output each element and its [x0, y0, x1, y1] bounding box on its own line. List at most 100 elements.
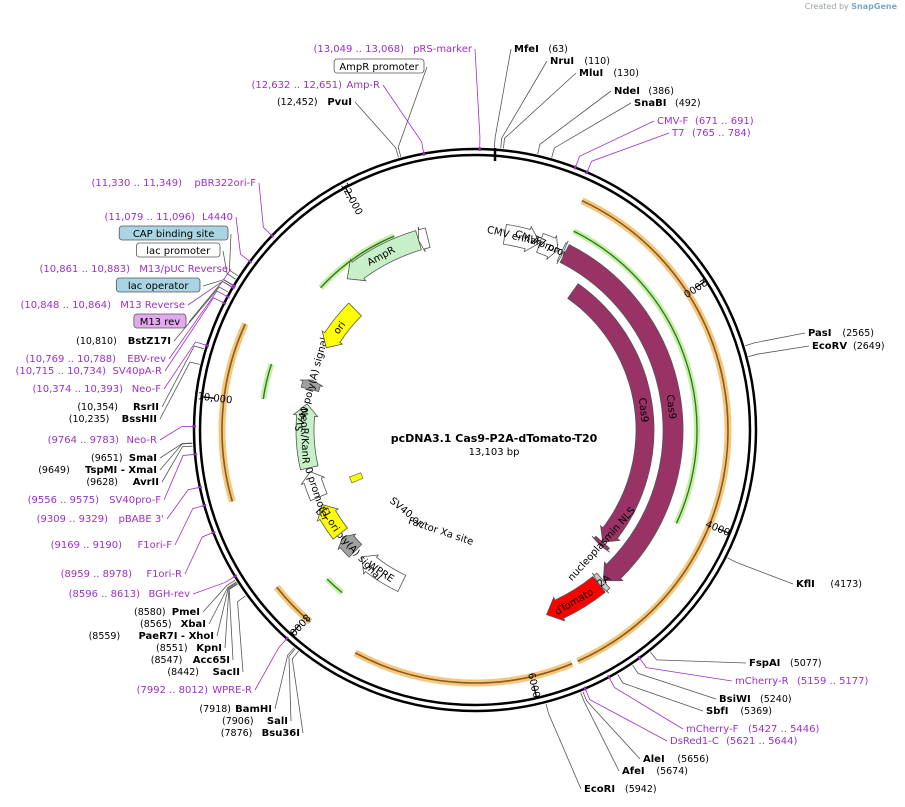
- name-f1ori-r: F1ori-R: [146, 569, 182, 580]
- site-label-ecori[interactable]: EcoRI(5942): [584, 784, 657, 795]
- site-label-ampr-promoter[interactable]: AmpR promoter: [333, 58, 425, 74]
- site-label-ebv-rev[interactable]: EBV-rev(10,769 .. 10,788): [26, 354, 167, 365]
- feature-wpre[interactable]: [361, 554, 407, 593]
- pos-sacii: (8442): [167, 667, 199, 678]
- site-label-bsshii[interactable]: BssHII(10,235): [69, 414, 157, 425]
- pos-afei: (5674): [656, 766, 688, 777]
- site-label-pbabe-3-[interactable]: pBABE 3'(9309 .. 9329): [37, 514, 164, 525]
- site-label-smai[interactable]: SmaI(9651): [91, 453, 157, 464]
- site-label-prs-marker[interactable]: pRS-marker(13,049 .. 13,068): [314, 44, 473, 55]
- site-label-bsiwi[interactable]: BsiWI(5240): [719, 694, 792, 705]
- feature-sv40-poly-a-signal[interactable]: [299, 379, 324, 393]
- backbone-rings: [192, 147, 758, 713]
- feature-cmv-promoter[interactable]: [536, 232, 559, 260]
- leader-alei: [582, 691, 641, 760]
- pos-paer7i-xhoi: (8559): [89, 631, 121, 642]
- site-label-dsred1-c[interactable]: DsRed1-C(5621 .. 5644): [670, 736, 798, 747]
- site-label-sali[interactable]: SalI(7906): [222, 716, 288, 727]
- site-label-sv40pro-f[interactable]: SV40pro-F(9556 .. 9575): [28, 495, 162, 506]
- name-rsrii: RsrII: [133, 402, 159, 413]
- site-label-paer7i-xhoi[interactable]: PaeR7I - XhoI(8559): [89, 631, 214, 642]
- feature-neor-kanr[interactable]: [292, 403, 319, 471]
- site-label-acc65i[interactable]: Acc65I(8547): [151, 655, 230, 666]
- leader-bgh-rev: [192, 577, 234, 595]
- pos-m13-puc-reverse: (10,861 .. 10,883): [40, 264, 131, 275]
- site-label-nrui[interactable]: NruI(110): [550, 56, 610, 67]
- site-label-bstz17i[interactable]: BstZ17I(10,810): [76, 336, 171, 347]
- site-label-lac-operator[interactable]: lac operator: [116, 277, 201, 293]
- site-label-mlui[interactable]: MluI(130): [579, 68, 639, 79]
- feature-sv40-promoter[interactable]: [300, 471, 328, 502]
- primer-site-f1ori-r: [211, 530, 216, 535]
- feature-label-cas9: Cas9: [664, 394, 678, 420]
- site-label-xbai[interactable]: XbaI(8565): [140, 619, 206, 630]
- site-label-kpni[interactable]: KpnI(8551): [156, 643, 222, 654]
- tick-label-5: 12,000: [338, 181, 364, 217]
- feature-bgh-poly-a-signal[interactable]: [337, 533, 363, 558]
- site-label-ndei[interactable]: NdeI(386): [614, 86, 674, 97]
- feature-cmv-enhancer[interactable]: [502, 223, 541, 253]
- site-label-l4440[interactable]: L4440(11,079 .. 11,096): [105, 212, 234, 223]
- name-pvui: PvuI: [327, 97, 352, 108]
- site-label-mfei[interactable]: MfeI(63): [514, 44, 568, 55]
- green-arc-core-1: [326, 578, 343, 594]
- snapgene-logo: SnapGene: [851, 2, 897, 11]
- site-label-sbfi[interactable]: SbfI(5369): [706, 706, 772, 717]
- leader-pbabe-3-: [166, 487, 199, 520]
- feature-f1-ori[interactable]: [316, 504, 348, 540]
- site-label-amp-r[interactable]: Amp-R(12,632 .. 12,651): [252, 80, 381, 91]
- site-label-afei[interactable]: AfeI(5674): [622, 766, 688, 777]
- site-label-fspai[interactable]: FspAI(5077): [749, 658, 822, 669]
- site-label-sacii[interactable]: SacII(8442): [167, 667, 240, 678]
- feature-p2a[interactable]: [591, 572, 611, 594]
- leader-rsrii: [161, 345, 205, 408]
- site-label-tspmi-xmai[interactable]: TspMI - XmaI(9649): [38, 465, 157, 476]
- feature-ampr-promoter[interactable]: [417, 226, 431, 253]
- site-label-t7[interactable]: T7(765 .. 784): [671, 128, 751, 139]
- site-label-ecorv[interactable]: EcoRV(2649): [812, 341, 885, 352]
- site-label-avrii[interactable]: AvrII(9628): [86, 477, 159, 488]
- site-label-wpre-r[interactable]: WPRE-R(7992 .. 8012): [137, 685, 252, 696]
- site-label-lac-promoter[interactable]: lac promoter: [135, 242, 221, 258]
- feature-t7-promoter[interactable]: [556, 240, 569, 265]
- site-label-bsu36i[interactable]: Bsu36I(7876): [221, 728, 300, 739]
- site-label-pbr322ori-f[interactable]: pBR322ori-F(11,330 .. 11,349): [92, 178, 257, 189]
- site-label-rsrii[interactable]: RsrII(10,354): [77, 402, 159, 413]
- site-label-f1ori-f[interactable]: F1ori-F(9169 .. 9190): [51, 540, 173, 551]
- site-label-bamhi[interactable]: BamHI(7918): [199, 704, 272, 715]
- site-label-neo-r[interactable]: Neo-R(9764 .. 9783): [48, 435, 157, 446]
- pos-ndei: (386): [648, 86, 674, 97]
- primer-site-neo-f: [204, 343, 210, 348]
- site-label-cap-binding-site[interactable]: CAP binding site: [118, 225, 229, 241]
- name-mfei: MfeI: [514, 44, 539, 55]
- feature-nucleoplasmin-nls[interactable]: [591, 535, 611, 553]
- site-label-sv40pa-r[interactable]: SV40pA-R(10,715 .. 10,734): [16, 366, 163, 377]
- site-label-pasi[interactable]: PasI(2565): [808, 328, 874, 339]
- box-text-lac-operator: lac operator: [128, 281, 189, 292]
- sv40-ori-box[interactable]: [348, 472, 364, 484]
- leader-sv40pa-r: [164, 297, 223, 372]
- site-label-pvui[interactable]: PvuI(12,452): [277, 97, 352, 108]
- site-label-cmv-f[interactable]: CMV-F(671 .. 691): [657, 116, 754, 127]
- site-label-m13-rev[interactable]: M13 rev: [133, 313, 187, 329]
- site-label-pmei[interactable]: PmeI(8580): [134, 607, 200, 618]
- pos-sbfi: (5369): [740, 706, 772, 717]
- pos-m13-reverse: (10,848 .. 10,864): [21, 300, 112, 311]
- feature-ori[interactable]: [321, 302, 362, 349]
- site-label-kfli[interactable]: KflI(4173): [796, 579, 862, 590]
- site-label-neo-f[interactable]: Neo-F(10,374 .. 10,393): [33, 384, 162, 395]
- primer-site-m13-puc-reverse: [231, 283, 237, 288]
- leader-sali: [288, 648, 296, 722]
- site-label-bgh-rev[interactable]: BGH-rev(8596 .. 8613): [69, 589, 190, 600]
- name-neo-f: Neo-F: [132, 384, 162, 395]
- site-label-f1ori-r[interactable]: F1ori-R(8959 .. 8978): [61, 569, 182, 580]
- site-label-snabi[interactable]: SnaBI(492): [634, 98, 701, 109]
- name-alei: AleI: [643, 754, 665, 765]
- site-label-m13-reverse[interactable]: M13 Reverse(10,848 .. 10,864): [21, 300, 186, 311]
- pos-ebv-rev: (10,769 .. 10,788): [26, 354, 117, 365]
- feature-dtomato[interactable]: [546, 575, 606, 622]
- site-label-mcherry-f[interactable]: mCherry-F(5427 .. 5446): [686, 724, 820, 735]
- site-label-m13-puc-reverse[interactable]: M13/pUC Reverse(10,861 .. 10,883): [40, 264, 229, 275]
- site-label-alei[interactable]: AleI(5656): [643, 754, 709, 765]
- site-label-mcherry-r[interactable]: mCherry-R(5159 .. 5177): [735, 676, 869, 687]
